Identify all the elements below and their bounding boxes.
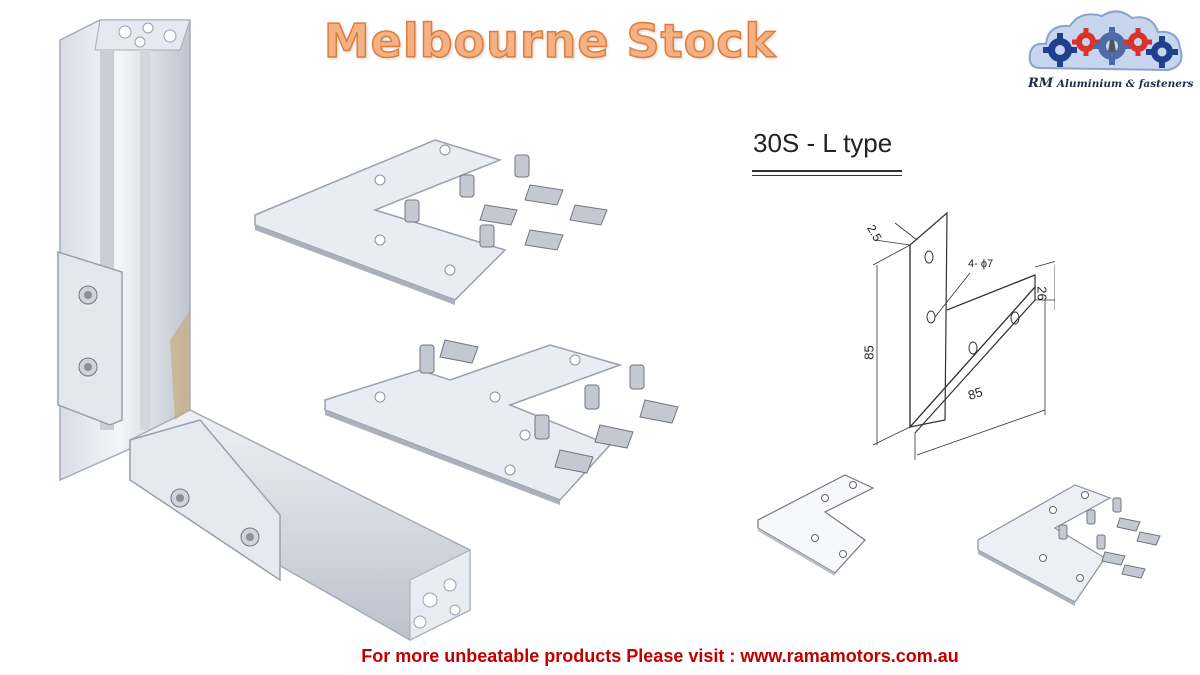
company-logo xyxy=(1028,10,1183,72)
gear-icon xyxy=(1146,36,1178,68)
subtitle-underline xyxy=(752,170,902,172)
dimension-height: 85 xyxy=(861,345,877,360)
gear-icon xyxy=(1043,33,1077,67)
dimension-holes: 4- ϕ7 xyxy=(968,258,994,270)
logo-brand-rest: Aluminium & fasteners xyxy=(1053,78,1194,90)
gear-icon xyxy=(1124,28,1152,56)
l-bracket-technical-drawing-icon xyxy=(872,211,1055,460)
product-type-label: 30S - L type xyxy=(753,128,893,158)
footer-text: For more unbeatable products Please visi… xyxy=(361,646,959,666)
footer-visit-link: For more unbeatable products Please visi… xyxy=(0,646,1200,667)
logo-text: RM Aluminium & fasteners xyxy=(1028,76,1193,91)
logo-brand-prefix: RM xyxy=(1028,76,1054,91)
gear-icon xyxy=(1093,27,1131,65)
plain-l-bracket-icon xyxy=(757,474,875,576)
page-title: Melbourne Stock xyxy=(323,13,777,69)
l-bracket-plate-with-tnuts-icon xyxy=(254,139,608,305)
t-bracket-plate-with-tnuts-icon xyxy=(324,339,679,505)
l-bracket-kit-icon xyxy=(977,484,1161,606)
aluminium-profile-corner-icon xyxy=(57,19,471,641)
gear-icon xyxy=(1072,28,1100,56)
subtitle-underline-second xyxy=(752,175,902,176)
dimension-width: 26 xyxy=(1034,286,1050,301)
